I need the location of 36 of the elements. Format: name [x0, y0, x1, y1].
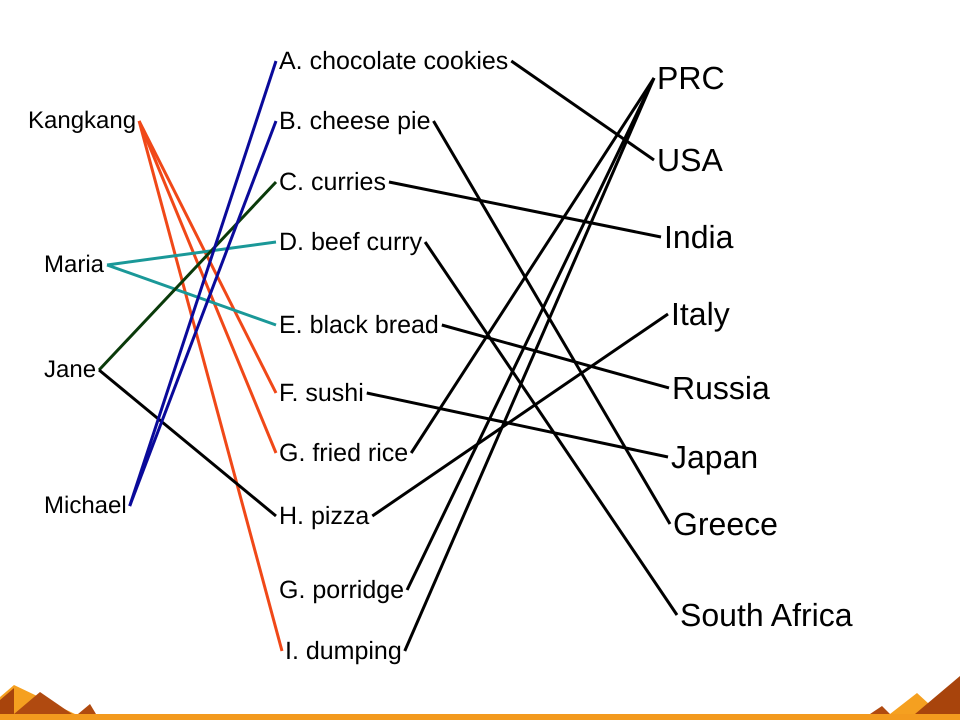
node-label: E. black bread [279, 310, 439, 340]
connector-line [510, 60, 655, 162]
node-label: I. dumping [285, 636, 402, 666]
connector-line [410, 77, 656, 454]
connector-line [98, 180, 278, 372]
node-label: Jane [44, 356, 96, 384]
node-label: India [664, 218, 734, 256]
node-label: B. cheese pie [279, 106, 430, 136]
connector-line [424, 241, 678, 616]
connector-line [441, 324, 670, 390]
node-label: F. sushi [279, 378, 364, 408]
connector-line [106, 264, 276, 326]
node-label: USA [657, 140, 723, 180]
connector-line [138, 120, 278, 454]
node-label: Greece [673, 504, 778, 544]
node-label: Kangkang [28, 106, 136, 136]
node-label: Michael [44, 492, 127, 520]
connector-line [432, 120, 672, 525]
connector-line [138, 120, 284, 652]
connector-line [388, 180, 662, 238]
node-label: Japan [671, 438, 758, 476]
node-label: PRC [657, 58, 725, 98]
node-label: G. porridge [279, 575, 404, 605]
node-label: G. fried rice [279, 438, 408, 468]
connector-line [371, 312, 669, 518]
node-label: A. chocolate cookies [279, 46, 508, 76]
node-label: Russia [672, 368, 770, 408]
node-label: H. pizza [279, 501, 370, 531]
connector-line [366, 392, 668, 458]
node-label: D. beef curry [279, 227, 422, 257]
node-label: Maria [44, 250, 104, 280]
node-label: Italy [671, 294, 730, 334]
connector-line [106, 240, 276, 266]
node-label: C. curries [279, 167, 386, 197]
node-label: South Africa [680, 596, 853, 634]
connector-line [98, 368, 277, 518]
